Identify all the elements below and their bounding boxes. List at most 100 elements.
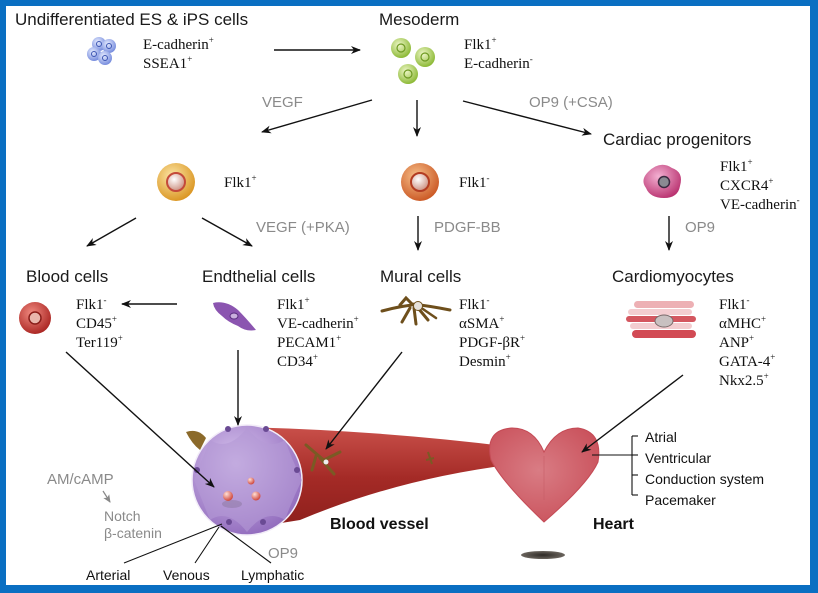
marker-name: PDGF-βR (459, 335, 520, 351)
marker-sign: + (187, 54, 193, 64)
marker-item: Flk1+ (720, 158, 800, 177)
marker-sign: + (505, 352, 511, 362)
marker-item: Flk1- (459, 174, 490, 193)
vessel-subtype-arterial: Arterial (86, 567, 131, 583)
stage-title-mesoderm: Mesoderm (379, 10, 460, 29)
mural-cell-on-vessel-icon (304, 443, 342, 476)
marker-sign: + (336, 333, 342, 343)
vessel-subtype-lymphatic: Lymphatic (241, 567, 305, 583)
factor-label-pdgf-bb: PDGF-BB (434, 219, 501, 236)
heart-subtype-pacemaker: Pacemaker (645, 492, 716, 508)
marker-sign: + (761, 314, 767, 324)
marker-list-cardiomyocytes: Flk1-αMHC+ANP+GATA-4+Nkx2.5+ (719, 296, 775, 391)
flk1-negative-cell-icon (401, 163, 439, 201)
marker-name: Nkx2.5 (719, 373, 764, 389)
marker-sign: + (499, 314, 505, 324)
marker-name: Flk1 (224, 175, 252, 191)
marker-item: SSEA1+ (143, 55, 214, 74)
marker-item: PECAM1+ (277, 334, 359, 353)
marker-name: Ter119 (76, 335, 118, 351)
marker-name: VE-cadherin (720, 197, 797, 213)
marker-sign: - (796, 195, 800, 205)
marker-name: Flk1 (719, 297, 747, 313)
marker-name: ANP (719, 335, 750, 351)
marker-sign: + (768, 176, 774, 186)
stage-title-cardiomyocytes: Cardiomyocytes (612, 267, 734, 286)
marker-sign: + (353, 314, 359, 324)
factor-label-vegf: VEGF (262, 94, 303, 111)
marker-sign: - (486, 173, 490, 183)
heart-subtype-ventricular: Ventricular (645, 450, 712, 466)
stage-title-mural-cells: Mural cells (380, 267, 462, 286)
marker-list-endothelial-cells: Flk1+VE-cadherin+PECAM1+CD34+ (277, 296, 359, 372)
marker-sign: - (103, 295, 107, 305)
marker-item: Nkx2.5+ (719, 372, 775, 391)
marker-item: αMHC+ (719, 315, 775, 334)
endothelial-cell-icon (213, 302, 256, 331)
stage-title-undifferentiated: Undifferentiated ES & iPS cells (15, 10, 249, 29)
arrow-mesoderm-to-cardiac-progenitors (462, 100, 592, 136)
marker-sign: + (491, 35, 497, 45)
stage-title-blood-cells: Blood cells (26, 267, 109, 286)
marker-item: E-cadherin- (464, 55, 533, 74)
marker-item: VE-cadherin+ (277, 315, 359, 334)
factor-label-op9-lymphatic: OP9 (268, 545, 299, 562)
marker-item: Flk1- (719, 296, 775, 315)
marker-name: αSMA (459, 316, 500, 332)
blood-cell-particle-icon (247, 477, 255, 485)
marker-name: Flk1 (720, 159, 748, 175)
vessel-subtype-venous: Venous (163, 567, 210, 583)
marker-name: Flk1 (76, 297, 104, 313)
marker-sign: + (770, 352, 776, 362)
small-mural-cell-icon (425, 451, 435, 465)
marker-item: Flk1- (459, 296, 525, 315)
marker-name: CXCR4 (720, 178, 769, 194)
arrow-blood-cells-to-vessel (65, 351, 215, 488)
heart-subtype-atrial: Atrial (645, 429, 677, 445)
mural-cell-icon (380, 295, 452, 326)
blood-vessel-illustration (186, 424, 528, 536)
flk1-positive-cell-icon (157, 163, 195, 201)
marker-sign: - (486, 295, 490, 305)
marker-name: αMHC (719, 316, 762, 332)
marker-sign: + (111, 314, 117, 324)
marker-item: ANP+ (719, 334, 775, 353)
marker-sign: + (519, 333, 526, 343)
marker-name: E-cadherin (143, 37, 209, 53)
marker-sign: + (208, 35, 214, 45)
marker-item: Flk1- (76, 296, 123, 315)
marker-list-flk1-negative: Flk1- (459, 174, 490, 193)
factor-label-op9-cardiac: OP9 (685, 219, 716, 236)
marker-sign: - (529, 54, 533, 64)
pericyte-icon (186, 430, 206, 450)
marker-list-mural-cells: Flk1-αSMA+PDGF-βR+Desmin+ (459, 296, 525, 372)
cardiomyocyte-icon (626, 301, 696, 338)
marker-name: Flk1 (464, 37, 492, 53)
organ-label-heart: Heart (593, 516, 634, 533)
marker-sign: + (312, 352, 318, 362)
marker-name: Flk1 (459, 175, 487, 191)
marker-item: Flk1+ (224, 174, 257, 193)
marker-item: Flk1+ (464, 36, 533, 55)
marker-item: PDGF-βR+ (459, 334, 525, 353)
arrow-mural-to-vessel (325, 351, 403, 450)
marker-name: Flk1 (459, 297, 487, 313)
vessel-lumen-cross-section (186, 424, 303, 536)
marker-list-cardiac-progenitors: Flk1+CXCR4+ VE-cadherin- (720, 158, 800, 215)
marker-item: VE-cadherin- (720, 196, 800, 215)
mesoderm-cells-icon (391, 38, 435, 84)
marker-item: E-cadherin+ (143, 36, 214, 55)
arrows (65, 46, 684, 503)
factor-label-notch: Notch (104, 508, 141, 524)
marker-name: SSEA1 (143, 56, 188, 72)
arrow-flk1-to-endothelial-cells (201, 217, 253, 247)
marker-list-flk1-positive: Flk1+ (224, 174, 257, 193)
arrow-mesoderm-to-flk1-positive (261, 99, 373, 134)
marker-item: Ter119+ (76, 334, 123, 353)
marker-name: CD34 (277, 354, 313, 370)
stage-title-cardiac-progenitors: Cardiac progenitors (603, 130, 752, 149)
heart-subtype-bracket (592, 435, 638, 496)
heart-illustration (489, 427, 600, 559)
arrow-cardiomyocytes-to-heart (581, 374, 684, 453)
